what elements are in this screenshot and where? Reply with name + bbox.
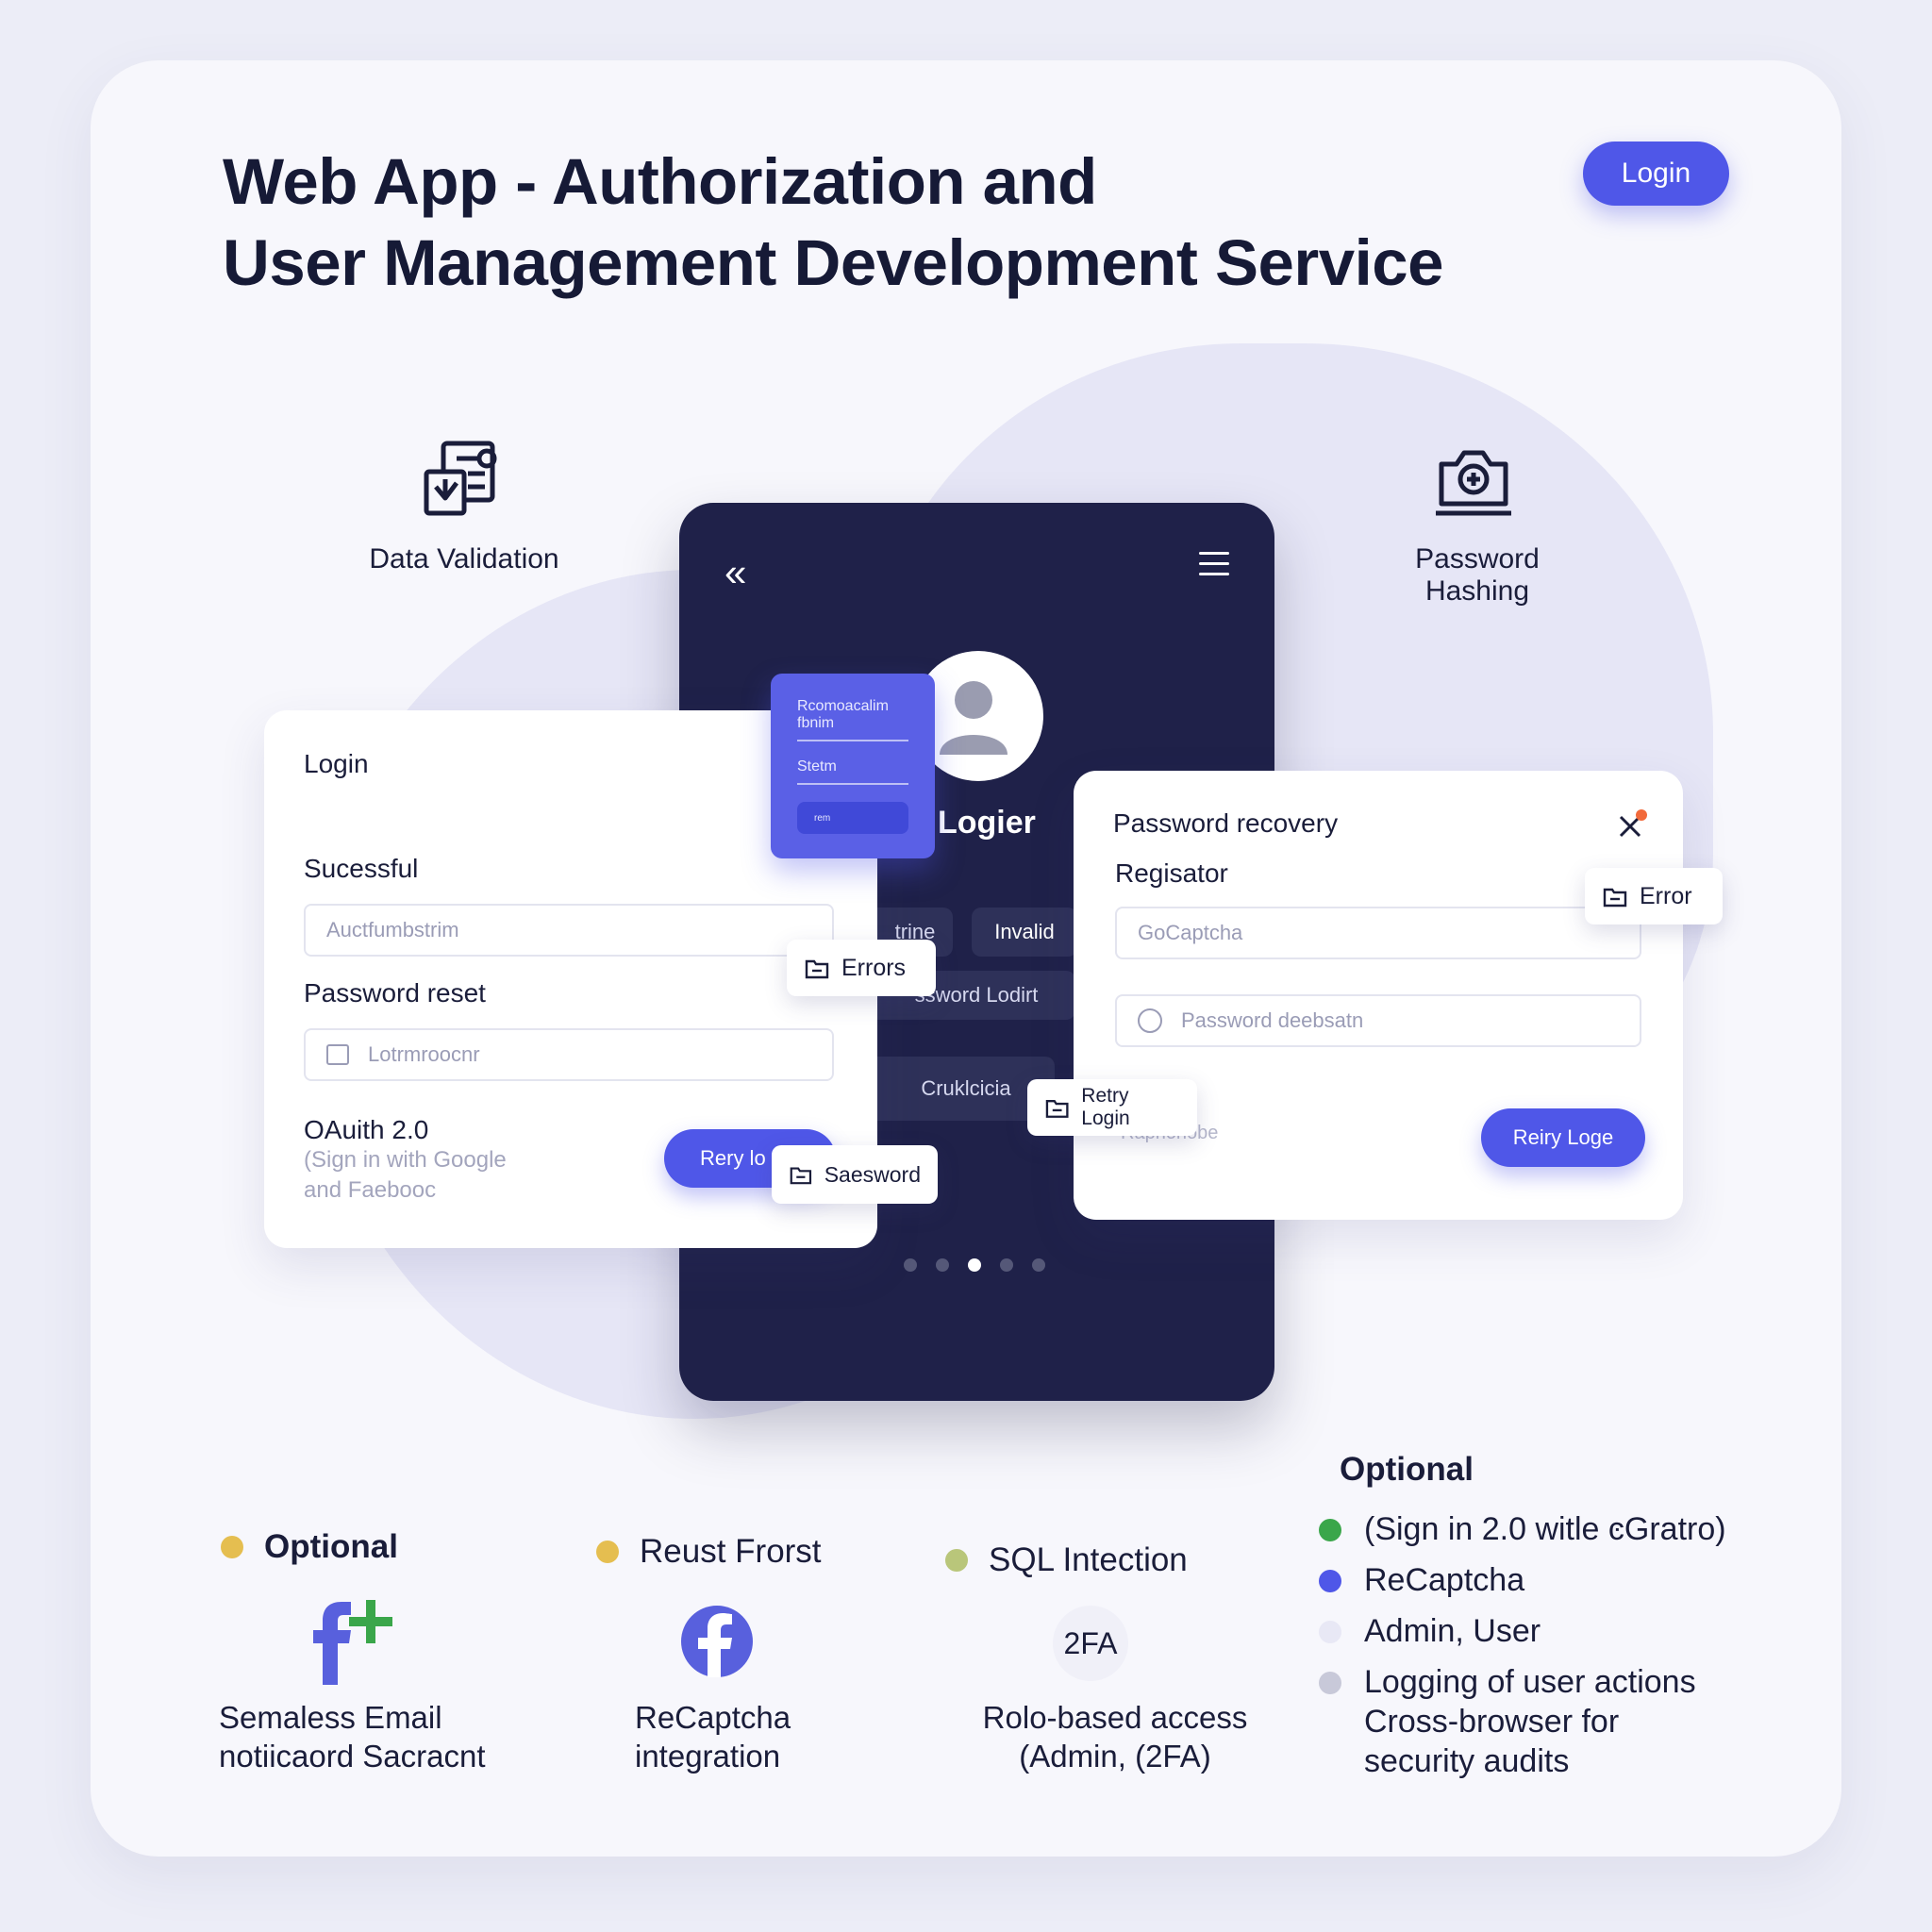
legend-label: Optional: [264, 1528, 398, 1565]
authentication-input-placeholder: Auctfumbstrim: [326, 918, 459, 941]
oauth-subtitle-2: and Faebooc: [304, 1177, 437, 1203]
email-notification-line2: notiicaord Sacracnt: [219, 1739, 486, 1774]
carousel-dot-active[interactable]: [968, 1258, 981, 1272]
password-destination-input[interactable]: Password deebsatn: [1115, 994, 1641, 1047]
carousel-dot[interactable]: [904, 1258, 917, 1272]
recaptcha-integration-line2: integration: [635, 1739, 781, 1774]
legend-dot: [596, 1541, 619, 1563]
folder-icon: [790, 1167, 812, 1185]
oauth-subtitle-1: (Sign in with Google: [304, 1147, 507, 1173]
checkbox-icon[interactable]: [326, 1044, 349, 1065]
oauth-title: OAuith 2.0: [304, 1115, 429, 1144]
role-based-access-line2: (Admin, (2FA): [1019, 1739, 1211, 1774]
list-item-label: Admin, User: [1364, 1613, 1541, 1649]
2fa-badge: 2FA: [1053, 1606, 1128, 1681]
folder-icon: [1603, 888, 1627, 908]
captcha-input[interactable]: GoCaptcha: [1115, 907, 1641, 959]
carousel-dots[interactable]: [904, 1258, 1045, 1272]
divider: [797, 783, 908, 785]
list-item: Admin, User: [1319, 1611, 1726, 1651]
captcha-input-placeholder: GoCaptcha: [1138, 921, 1243, 944]
role-based-access-line1: Rolo-based access: [982, 1700, 1248, 1735]
carousel-dot[interactable]: [936, 1258, 949, 1272]
password-reset-input[interactable]: Lotrmroocnr: [304, 1028, 834, 1081]
password-destination-placeholder: Password deebsatn: [1181, 1008, 1364, 1032]
list-item: (Sign in 2.0 witle ͼGratro): [1319, 1509, 1726, 1549]
password-recovery-title: Password recovery: [1113, 808, 1339, 838]
carousel-dot[interactable]: [1000, 1258, 1013, 1272]
facebook-plus-icon: [300, 1600, 400, 1685]
error-chip-label: Error: [1640, 882, 1692, 909]
recommendation-card-line3: Stetm: [797, 758, 837, 774]
double-chevron-left-icon[interactable]: «: [724, 550, 747, 594]
password-hashing-label: Password Hashing: [1383, 543, 1572, 608]
data-validation-icon: [419, 438, 506, 525]
facebook-icon: [679, 1604, 755, 1679]
data-validation-label: Data Validation: [369, 543, 559, 575]
error-chip[interactable]: Error: [1585, 868, 1723, 924]
recommendation-card-line2: fbnim: [797, 715, 835, 731]
login-panel-title: Login: [304, 749, 369, 778]
registrator-label: Regisator: [1115, 858, 1228, 888]
phone-pill-credentials[interactable]: Cruklcicia: [877, 1057, 1055, 1121]
list-dot: [1319, 1672, 1341, 1694]
page-title-line1: Web App - Authorization and: [223, 145, 1097, 218]
list-dot: [1319, 1570, 1341, 1592]
optional-list: Optional (Sign in 2.0 witle ͼGratro) ReC…: [1319, 1451, 1726, 1792]
role-based-access-label: Rolo-based access (Admin, (2FA): [968, 1698, 1262, 1775]
folder-icon: [805, 959, 829, 979]
recommendation-card-button[interactable]: rem: [797, 802, 908, 834]
email-notification-line1: Semaless Email: [219, 1700, 442, 1735]
password-hashing-line2: Hashing: [1424, 575, 1530, 607]
list-item-label: Logging of user actions Cross-browser fo…: [1364, 1664, 1696, 1779]
saesword-chip-label: Saesword: [824, 1161, 921, 1187]
legend-dot: [945, 1549, 968, 1572]
successful-label: Sucessful: [304, 854, 419, 883]
list-dot: [1319, 1519, 1341, 1541]
list-item: ReCaptcha: [1319, 1560, 1726, 1600]
recaptcha-integration-line1: ReCaptcha: [635, 1700, 791, 1735]
email-notification-label: Semaless Email notiicaord Sacracnt: [219, 1698, 485, 1775]
recommendation-card-line1: Rcomoacalim: [797, 698, 889, 714]
list-item: Logging of user actions Cross-browser fo…: [1319, 1662, 1715, 1781]
page-title-line2: User Management Development Service: [223, 226, 1444, 299]
list-item-label: ReCaptcha: [1364, 1562, 1525, 1598]
2fa-badge-label: 2FA: [1063, 1625, 1118, 1660]
recommendation-card: Rcomoacalim fbnim Stetm rem: [771, 674, 935, 858]
list-item-label: (Sign in 2.0 witle ͼGratro): [1364, 1511, 1726, 1547]
legend-item-sql-injection: SQL Intection: [945, 1541, 1188, 1579]
legend-dot: [221, 1536, 243, 1558]
errors-chip-label: Errors: [841, 954, 907, 981]
password-reset-input-placeholder: Lotrmroocnr: [368, 1042, 480, 1066]
retry-login-chip[interactable]: Retry Login: [1027, 1079, 1197, 1136]
recaptcha-integration-label: ReCaptcha integration: [635, 1698, 791, 1775]
phone-pill-invalid[interactable]: Invalid: [972, 908, 1077, 957]
legend-label: SQL Intection: [989, 1541, 1188, 1578]
folder-icon: [1045, 1100, 1069, 1118]
errors-chip[interactable]: Errors: [787, 940, 936, 996]
phone-title: Logier: [938, 805, 1036, 841]
top-login-button[interactable]: Login: [1583, 142, 1729, 206]
password-reset-label: Password reset: [304, 978, 486, 1008]
password-hashing-icon: [1432, 441, 1515, 521]
retry-login-chip-label: Retry Login: [1081, 1085, 1130, 1129]
authentication-input[interactable]: Auctfumbstrim: [304, 904, 834, 957]
list-dot: [1319, 1621, 1341, 1643]
legend-item-optional: Optional: [221, 1528, 398, 1566]
password-hashing-line1: Password: [1415, 543, 1540, 575]
page-title: Web App - Authorization and User Managem…: [223, 142, 1543, 304]
close-icon[interactable]: [1615, 809, 1647, 841]
carousel-dot[interactable]: [1032, 1258, 1045, 1272]
divider: [797, 740, 908, 741]
legend-item-reust-frorst: Reust Frorst: [596, 1533, 822, 1571]
legend-label: Reust Frorst: [640, 1533, 822, 1570]
saesword-chip[interactable]: Saesword: [772, 1145, 938, 1204]
retry-login-button-right[interactable]: Reiry Loge: [1481, 1108, 1645, 1167]
avatar: [913, 651, 1043, 781]
hamburger-menu-icon[interactable]: [1199, 552, 1229, 583]
optional-list-heading: Optional: [1340, 1451, 1474, 1488]
radio-icon[interactable]: [1138, 1008, 1162, 1033]
